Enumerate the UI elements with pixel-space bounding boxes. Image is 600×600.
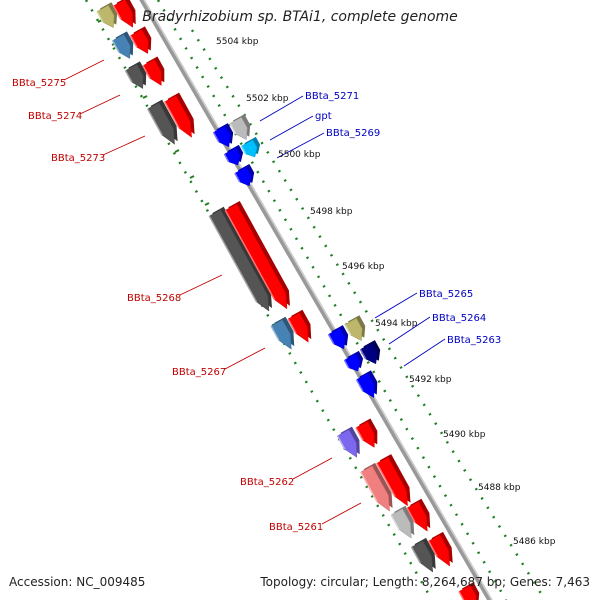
kbp-label-6: 5494 kbp	[375, 319, 418, 329]
gene-arrows	[96, 0, 480, 600]
gene-BBta_5268	[208, 206, 272, 312]
backbone-highlight	[143, 0, 493, 600]
leader-left-1	[63, 59, 105, 81]
gene-label-left-6: BBta_5262	[240, 477, 294, 488]
leader-left-3	[102, 135, 146, 156]
gene-label-right-6: BBta_5263	[447, 335, 501, 346]
label-leaders	[63, 59, 446, 525]
kbp-label-4: 5498 kbp	[310, 207, 353, 217]
gene-gpt	[240, 136, 261, 158]
leader-left-4	[179, 274, 223, 296]
gene-BBta_5261	[360, 462, 393, 512]
gene-label-left-5: BBta_5267	[172, 367, 226, 378]
gene-label-left-4: BBta_5268	[127, 293, 181, 304]
kbp-label-9: 5488 kbp	[478, 483, 521, 493]
leader-right-6	[403, 338, 446, 367]
gene-label-right-3: BBta_5269	[326, 128, 380, 139]
leader-left-6	[292, 457, 333, 480]
leader-left-5	[224, 347, 266, 370]
left-tick-row-inner	[156, 0, 508, 600]
gene-red-5275b	[129, 26, 152, 54]
leader-right-3	[276, 132, 325, 159]
gene-red-top	[112, 0, 136, 28]
major-tick	[142, 95, 148, 99]
gene-blue-5265a	[327, 325, 349, 350]
backbone-outer	[139, 0, 493, 600]
gene-label-left-1: BBta_5275	[12, 78, 66, 89]
topology-label: Topology: circular; Length: 8,264,687 bp…	[260, 575, 590, 589]
gene-red-5267b	[287, 309, 312, 343]
gene-red-5261b	[376, 454, 411, 507]
gene-red-bottom3	[427, 531, 453, 567]
gene-blue-gpt	[223, 144, 244, 166]
leader-left-2	[79, 94, 121, 115]
gene-label-left-7: BBta_5261	[269, 522, 323, 533]
map-labels: 5504 kbp 5502 kbp 5500 kbp 5498 kbp 5496 kbp…	[12, 37, 556, 547]
leader-right-5	[388, 316, 431, 345]
leader-right-2	[269, 115, 314, 141]
major-tick	[204, 202, 210, 206]
kbp-label-7: 5492 kbp	[409, 375, 452, 385]
gene-BBta_5262	[336, 426, 360, 458]
gene-BBta_5273	[147, 99, 178, 145]
gene-BBta_5274	[124, 61, 147, 89]
gene-red-5268b	[224, 201, 290, 310]
gene-red-5262b	[355, 418, 378, 448]
gene-grey-bottom	[410, 537, 436, 573]
kbp-label-2: 5502 kbp	[246, 94, 289, 104]
leader-left-7	[321, 502, 362, 525]
genome-backbone	[139, 0, 493, 600]
gene-BBta_5265	[344, 315, 366, 342]
gene-BBta_5275	[111, 31, 134, 59]
kbp-label-3: 5500 kbp	[278, 150, 321, 160]
leader-right-1	[259, 95, 304, 122]
gene-blue-5264a	[343, 350, 364, 372]
kbp-label-1: 5504 kbp	[216, 37, 259, 47]
leader-right-4	[374, 292, 418, 319]
gene-label-right-2: gpt	[315, 111, 332, 122]
gene-red-5273b	[164, 92, 195, 138]
kbp-label-8: 5490 kbp	[443, 430, 486, 440]
kbp-label-10: 5486 kbp	[513, 537, 556, 547]
gene-label-right-4: BBta_5265	[419, 289, 473, 300]
accession-label: Accession: NC_009485	[9, 575, 146, 589]
major-tick	[189, 175, 195, 179]
gene-BBta_5263	[355, 370, 378, 398]
gene-red-5274b	[142, 56, 165, 86]
gene-BBta_5271	[229, 114, 251, 141]
right-tick-row	[190, 29, 547, 600]
gene-label-right-5: BBta_5264	[432, 313, 486, 324]
gene-BBta_5269	[234, 163, 255, 187]
gene-label-left-2: BBta_5274	[28, 111, 82, 122]
kbp-label-5: 5496 kbp	[342, 262, 385, 272]
gene-blue-5271a	[212, 123, 234, 148]
gene-BBta_5267	[270, 316, 295, 350]
gene-label-right-1: BBta_5271	[305, 91, 359, 102]
gene-BBta_5264	[359, 340, 381, 365]
gene-red-bottom2	[406, 498, 431, 532]
gene-label-left-3: BBta_5273	[51, 153, 105, 164]
gene-khaki-top	[96, 2, 118, 29]
major-tick	[174, 149, 180, 153]
gene-red-bottom4	[458, 582, 480, 600]
genome-title: Bradyrhizobium sp. BTAi1, complete genom…	[142, 9, 458, 25]
